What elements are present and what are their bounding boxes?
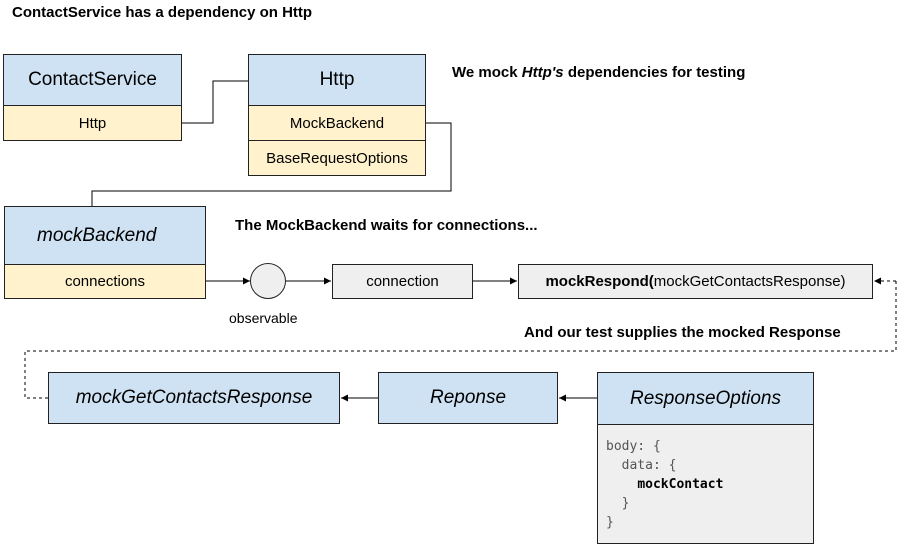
heading-supplies: And our test supplies the mocked Respons… [524, 324, 841, 341]
responseoptions-code: body: { data: { mockContact } } [597, 424, 814, 544]
mockrespond-box: mockRespond(mockGetContactsResponse) [518, 264, 873, 299]
heading-mock: We mock Http's dependencies for testing [452, 64, 745, 81]
heading-mock-emphasis: Http's [521, 64, 564, 81]
mockbackend-title: mockBackend [4, 206, 206, 265]
http-field-baserequestoptions: BaseRequestOptions [248, 140, 426, 176]
heading-dependency: ContactService has a dependency on Http [12, 4, 313, 21]
mockrespond-fn: mockRespond( [545, 273, 654, 290]
mockrespond-arg: mockGetContactsResponse) [653, 273, 846, 290]
code-line-4: } [606, 496, 630, 511]
observable-label: observable [229, 310, 298, 326]
http-title: Http [248, 54, 426, 106]
heading-waits: The MockBackend waits for connections... [235, 217, 538, 234]
mockbackend-field-connections: connections [4, 264, 206, 299]
connection-box: connection [332, 264, 473, 299]
reponse-box: Reponse [378, 372, 558, 424]
contactservice-title: ContactService [3, 54, 182, 106]
code-line-3-indent [606, 477, 637, 492]
line-contactservice-to-http [182, 80, 248, 124]
http-field-mockbackend: MockBackend [248, 105, 426, 141]
code-line-2: data: { [606, 458, 677, 473]
heading-mock-prefix: We mock [452, 64, 522, 81]
code-mockcontact: mockContact [637, 477, 724, 492]
heading-mock-suffix: dependencies for testing [563, 64, 746, 81]
contactservice-field-http: Http [3, 105, 182, 141]
line-mockbackend-to-instance [91, 122, 452, 206]
mockgetcontactsresponse-box: mockGetContactsResponse [48, 372, 340, 424]
code-line-1: body: { [606, 439, 661, 454]
responseoptions-title: ResponseOptions [597, 372, 814, 425]
code-line-5: } [606, 515, 614, 530]
observable-circle [250, 263, 286, 299]
